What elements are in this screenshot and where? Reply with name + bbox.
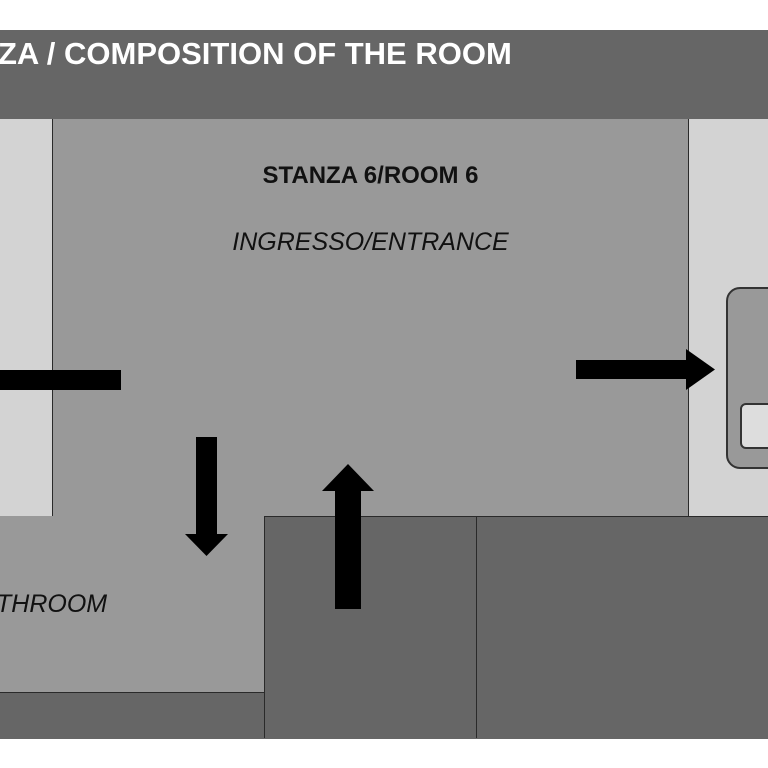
header-band (0, 30, 768, 120)
room-title: STANZA 6/ROOM 6 (262, 162, 479, 189)
room-divider-2 (476, 516, 477, 738)
arrow-up-icon (322, 464, 374, 609)
left-corridor (0, 119, 53, 516)
entrance-room (53, 119, 689, 516)
arrow-right-icon (576, 349, 715, 390)
room-divider-1 (264, 692, 265, 738)
room-subtitle: INGRESSO/ENTRANCE (232, 228, 509, 256)
plan-title: ZA / COMPOSITION OF THE ROOM (0, 36, 512, 71)
wall-device-slot (740, 403, 768, 449)
bathroom (0, 516, 265, 693)
arrow-left-icon (0, 370, 121, 390)
arrow-down-icon (185, 437, 228, 556)
bathroom-label: THROOM (0, 590, 108, 618)
